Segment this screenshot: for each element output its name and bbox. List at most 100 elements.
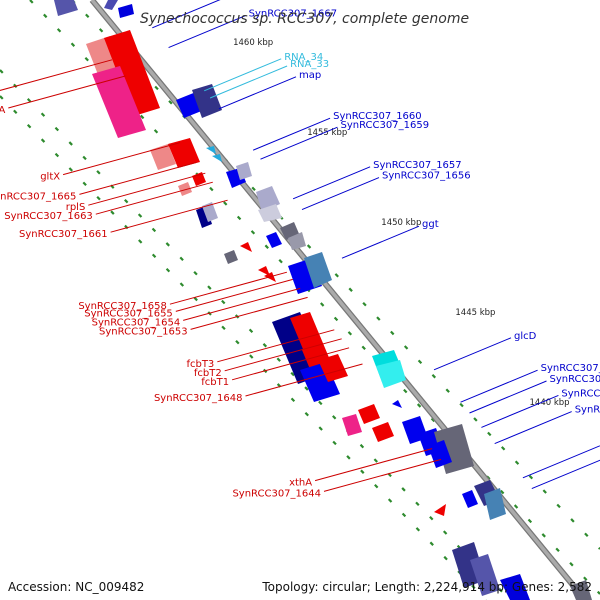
gene-label-reverse[interactable]: SynRCC307_1648: [154, 393, 243, 404]
feature-futC-b: [484, 488, 506, 520]
gene-label-forward[interactable]: RNA_34: [284, 52, 323, 63]
gene-label-reverse[interactable]: SynRCC307_1665: [0, 191, 76, 202]
label-leader-line: [95, 181, 213, 215]
feature-top-purple: [104, 0, 118, 10]
feature-bottom-purple-b: [470, 554, 500, 596]
gene-label-forward[interactable]: SynRCC307_1643: [550, 374, 600, 385]
gene-label-forward[interactable]: glcD: [514, 331, 537, 342]
label-leader-line: [8, 75, 126, 109]
gene-label-forward[interactable]: SynRCC307_1641: [575, 405, 600, 416]
gene-label-reverse[interactable]: SynRCC307_1653: [99, 326, 188, 337]
gene-label-reverse[interactable]: SynRCC307_1658: [78, 301, 167, 312]
label-leader-line: [0, 59, 113, 91]
tick-guide-outer-left: [0, 95, 487, 600]
feature-bottom-red: [434, 504, 446, 516]
gene-label-reverse[interactable]: xthA: [289, 478, 312, 489]
feature-top-blue: [118, 4, 134, 18]
reverse-strand-features: [54, 0, 446, 516]
labels-reverse-strand: cysSpolAgltXSynRCC307_1665rplSSynRCC307_…: [0, 59, 442, 499]
label-leader-line: [433, 337, 512, 371]
gene-label-reverse[interactable]: fcbT2: [194, 368, 222, 379]
label-leader-line: [79, 161, 197, 195]
feature-1663-b: [202, 202, 218, 222]
scale-ticks: 1460 kbp 1455 kbp 1450 kbp 1445 kbp 1440 kbp…: [233, 38, 570, 408]
feature-rna-33: [212, 154, 222, 162]
gene-label-reverse[interactable]: SynRCC307_1644: [232, 488, 321, 499]
forward-strand-features: [104, 0, 592, 600]
gene-label-reverse[interactable]: SynRCC307_1661: [19, 229, 108, 240]
gene-label-forward[interactable]: SynRCC307_1657: [373, 160, 462, 171]
label-leader-line: [204, 58, 282, 92]
gene-label-reverse[interactable]: SynRCC307_1655: [84, 308, 173, 319]
label-leader-line: [314, 448, 433, 482]
gene-label-forward[interactable]: SynRCC307_1642: [561, 388, 600, 399]
feature-ggt-b: [304, 252, 332, 288]
label-leader-line: [469, 380, 547, 414]
label-leader-line: [175, 278, 293, 312]
gene-label-reverse[interactable]: gltX: [40, 172, 60, 183]
feature-glcD-b: [376, 360, 406, 388]
gene-label-forward[interactable]: SynRCC307_1660: [333, 111, 422, 122]
accession-text: Accession: NC_009482: [8, 580, 145, 594]
label-leader-line: [341, 225, 420, 259]
label-leader-line: [88, 172, 206, 206]
feature-1658: [258, 266, 270, 276]
gene-label-forward[interactable]: SynRCC307_1656: [382, 171, 471, 182]
label-leader-line: [190, 296, 308, 330]
gene-label-reverse[interactable]: rplS: [66, 202, 86, 213]
label-leader-line: [209, 65, 288, 99]
tick-label: 1450 kbp: [381, 218, 421, 228]
gene-label-forward[interactable]: SynRCC307_1667: [249, 9, 338, 20]
gene-label-reverse[interactable]: fcbT1: [201, 377, 229, 388]
label-leader-line: [245, 363, 363, 397]
feature-bottom-blue: [500, 574, 530, 600]
feature-fur: [462, 490, 478, 508]
gene-label-forward[interactable]: SynRCC307_1645: [541, 363, 600, 374]
label-leader-line: [110, 199, 228, 233]
label-leader-line: [481, 394, 559, 428]
label-leader-line: [292, 166, 371, 200]
gene-label-forward[interactable]: ggt: [422, 219, 439, 230]
label-leader-line: [231, 347, 350, 381]
tick-label: 1455 kbp: [307, 128, 347, 138]
feature-xthA: [342, 414, 362, 436]
tick-label: 1445 kbp: [455, 308, 495, 318]
label-leader-line: [152, 0, 221, 29]
feature-1644: [358, 404, 380, 424]
gene-label-reverse[interactable]: fcbT3: [186, 359, 214, 370]
label-leader-line: [62, 142, 181, 176]
gene-label-reverse[interactable]: SynRCC307_1654: [92, 317, 181, 328]
label-leader-line: [169, 271, 288, 305]
map-title: Synechococcus sp. RCC307, complete genom…: [140, 11, 469, 27]
label-leader-line: [168, 15, 246, 49]
feature-gltX-b: [168, 138, 200, 168]
feature-1656: [266, 232, 282, 248]
feature-1656-c: [288, 232, 306, 250]
label-leader-line: [218, 76, 297, 110]
label-leader-line: [522, 445, 600, 479]
gene-label-reverse[interactable]: SynRCC307_1663: [4, 211, 93, 222]
label-leader-line: [260, 126, 338, 160]
label-leader-line: [460, 369, 538, 403]
feature-1657-b: [258, 204, 282, 222]
tick-guide-outer-right: [71, 0, 600, 550]
label-leader-line: [531, 459, 600, 490]
tick-label: 1460 kbp: [233, 38, 273, 48]
feature-1661: [224, 250, 238, 264]
gene-label-forward[interactable]: RNA_33: [290, 59, 329, 70]
gene-label-forward[interactable]: SynRCC307_1659: [341, 120, 430, 131]
tick-guide-inner-left: [0, 69, 511, 600]
feature-cysS-b: [104, 30, 160, 116]
gene-label-reverse[interactable]: polA: [0, 105, 5, 116]
feature-polA: [92, 66, 146, 138]
feature-1644-b: [372, 422, 394, 442]
feature-1645-small: [392, 400, 402, 408]
feature-1661-b: [240, 242, 252, 252]
tick-label: 1440 kbp: [530, 398, 570, 408]
label-leader-line: [183, 287, 301, 321]
gene-label-forward[interactable]: map: [299, 70, 321, 81]
labels-forward-strand: SynRCC307_1668SynRCC307_1667RNA_34RNA_33…: [152, 0, 600, 490]
